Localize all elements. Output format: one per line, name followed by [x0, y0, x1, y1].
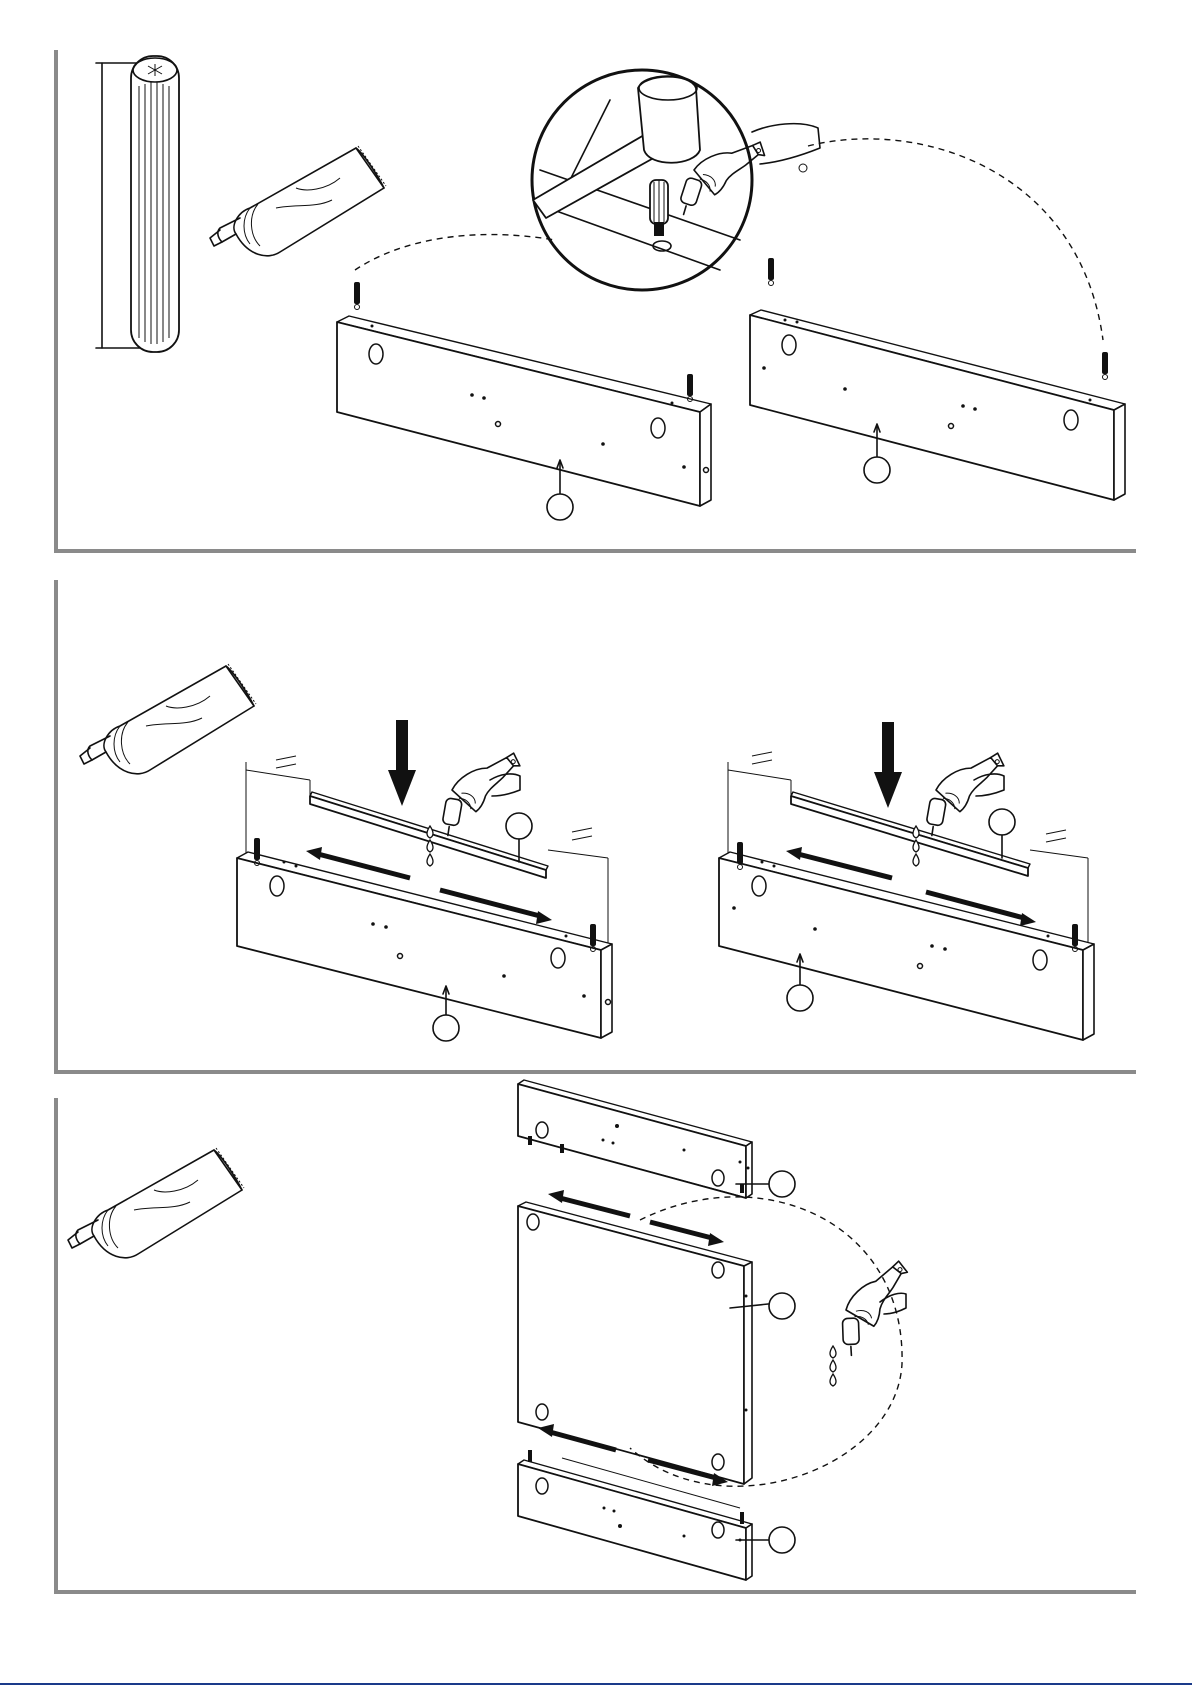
glue-tube-icon [68, 1148, 244, 1258]
panel-2-glue-strip [80, 664, 1094, 1041]
callout-board-a [547, 494, 573, 520]
assembly-left [237, 720, 612, 1041]
callout-main-panel [769, 1293, 795, 1319]
glue-bottle-hand-icon [821, 1260, 929, 1356]
callout-top-rail [769, 1171, 795, 1197]
connector-arc-left [355, 235, 555, 270]
board-a [337, 282, 711, 520]
main-panel [518, 1190, 795, 1486]
callout-strip-right [989, 809, 1015, 835]
callout-board-right [787, 985, 813, 1011]
panel-1-dowel-insertion [96, 56, 1125, 520]
connector-arc-right [808, 139, 1103, 340]
glue-drops-icon [427, 826, 433, 866]
assembly-right [719, 722, 1094, 1040]
top-rail [518, 1080, 795, 1198]
callout-strip-left [506, 813, 532, 839]
callout-board-b [864, 457, 890, 483]
glue-tube-icon [80, 664, 256, 774]
glue-drops-icon [913, 826, 919, 866]
board-b [750, 258, 1125, 500]
panel-3-assemble-panel [68, 1080, 929, 1580]
callout-board-left [433, 1015, 459, 1041]
bottom-rail [518, 1450, 795, 1580]
detail-magnifier [532, 70, 820, 290]
fluted-dowel-icon [96, 56, 179, 352]
glue-tube-icon [210, 146, 386, 256]
glue-drops-icon [830, 1346, 836, 1386]
callout-bottom-rail [769, 1527, 795, 1553]
